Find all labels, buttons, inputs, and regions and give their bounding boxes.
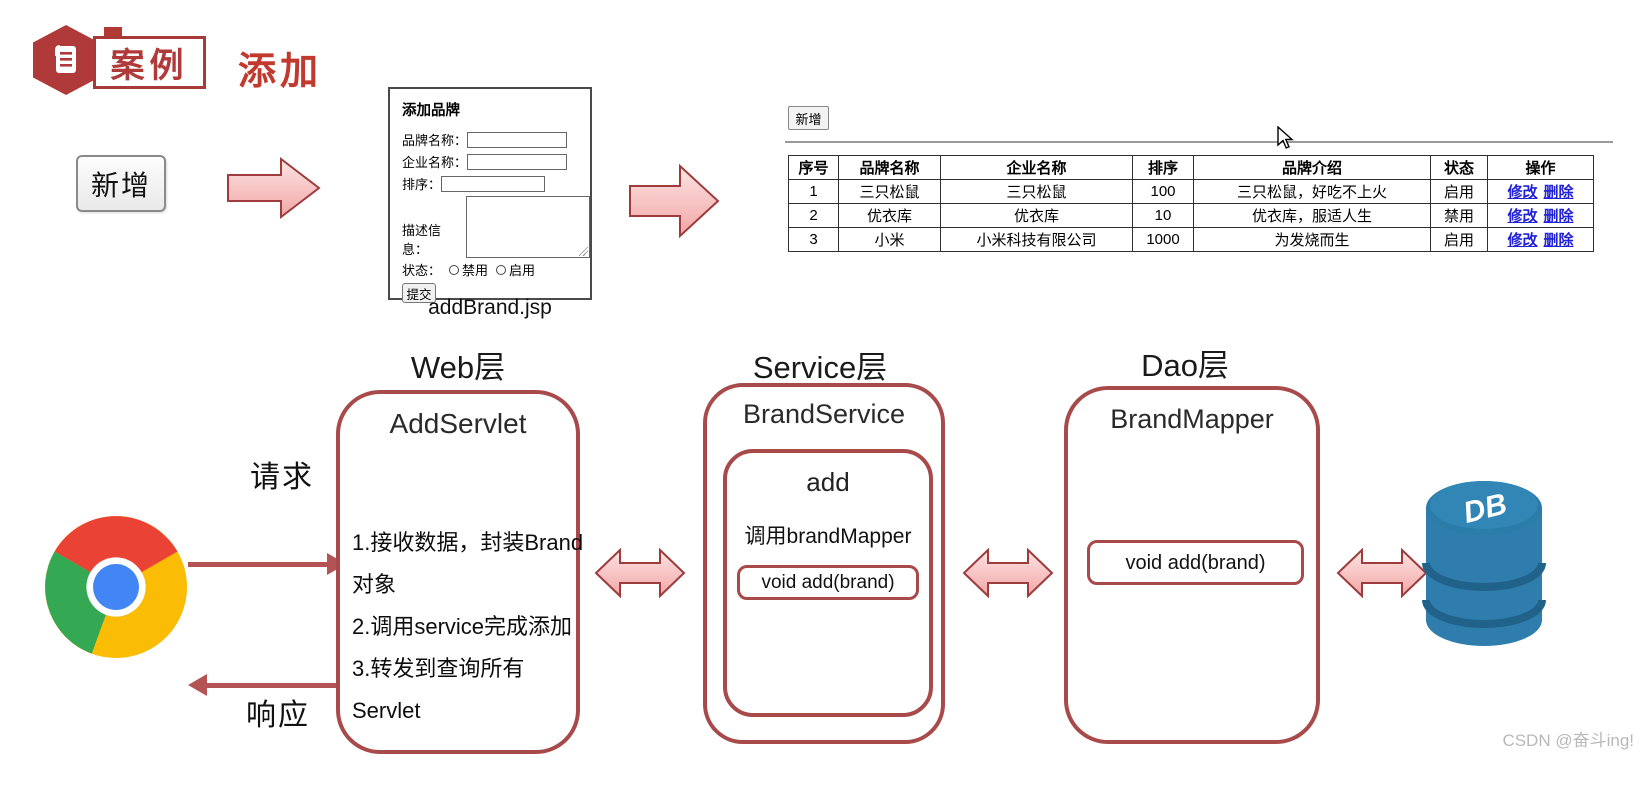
cell-brand: 优衣库 xyxy=(838,203,941,228)
cell-no: 1 xyxy=(788,179,839,204)
cell-desc: 优衣库，服适人生 xyxy=(1193,203,1431,228)
cell-status: 禁用 xyxy=(1430,203,1488,228)
cell-desc: 三只松鼠，好吃不上火 xyxy=(1193,179,1431,204)
form-caption: addBrand.jsp xyxy=(428,296,552,319)
cell-company: 三只松鼠 xyxy=(940,179,1133,204)
cell-company: 优衣库 xyxy=(940,203,1133,228)
cell-desc: 为发烧而生 xyxy=(1193,227,1431,252)
status-radio-disabled[interactable] xyxy=(449,264,460,275)
col-header: 序号 xyxy=(788,155,839,180)
submit-button[interactable]: 提交 xyxy=(402,283,436,303)
status-radio-enabled-label: 启用 xyxy=(509,263,536,278)
cell-brand: 小米 xyxy=(838,227,941,252)
brand-name-label: 品牌名称： xyxy=(402,133,468,148)
cell-order: 100 xyxy=(1132,179,1194,204)
edit-link[interactable]: 修改 xyxy=(1507,232,1538,249)
add-servlet-title: AddServlet xyxy=(389,408,527,439)
cell-order: 1000 xyxy=(1132,227,1194,252)
brand-mapper-title: BrandMapper xyxy=(1110,404,1274,434)
case-badge-label: 案例 xyxy=(110,47,189,85)
response-arrow xyxy=(188,674,346,696)
document-icon xyxy=(55,45,76,73)
company-name-label: 企业名称： xyxy=(402,155,468,170)
add-servlet-steps: 1.接收数据，封装Brand对象 2.调用service完成添加 3.转发到查询… xyxy=(352,522,586,732)
add-method-title: add xyxy=(806,467,850,497)
new-button-large[interactable]: 新增 xyxy=(76,155,166,212)
case-badge-icon xyxy=(33,25,99,95)
add-method-box: add 调用brandMapper void add(brand) xyxy=(723,449,933,717)
request-arrow xyxy=(188,553,346,575)
brand-name-input[interactable] xyxy=(467,131,568,148)
request-label: 请求 xyxy=(250,461,314,494)
cell-actions: 修改删除 xyxy=(1487,179,1594,204)
call-mapper-note: 调用brandMapper xyxy=(744,525,912,548)
web-layer-label: Web层 xyxy=(410,350,506,385)
step-1: 1.接收数据，封装Brand对象 xyxy=(352,530,584,597)
col-header: 状态 xyxy=(1430,155,1488,180)
mouse-cursor-icon xyxy=(1277,126,1294,149)
cell-status: 启用 xyxy=(1430,179,1488,204)
col-header: 操作 xyxy=(1487,155,1594,180)
service-signature-box: void add(brand) xyxy=(737,565,919,600)
resize-grip-icon[interactable] xyxy=(579,247,588,256)
chrome-browser-icon xyxy=(44,515,188,659)
table-row: 1 三只松鼠 三只松鼠 100 三只松鼠，好吃不上火 启用 修改删除 xyxy=(788,179,1594,204)
description-textarea[interactable] xyxy=(465,196,590,258)
add-servlet-box: AddServlet 1.接收数据，封装Brand对象 2.调用service完… xyxy=(336,390,583,754)
table-new-button[interactable]: 新增 xyxy=(788,106,829,130)
dao-layer-label: Dao层 xyxy=(1141,348,1229,383)
table-row: 3 小米 小米科技有限公司 1000 为发烧而生 启用 修改删除 xyxy=(788,227,1594,252)
step-3: 3.转发到查询所有Servlet xyxy=(352,656,525,723)
description-label: 描述信息： xyxy=(402,223,442,257)
add-brand-form: 添加品牌 品牌名称： 企业名称： 排序： 描述信息： 状态： 禁用 启用 提交 xyxy=(388,87,592,303)
col-header: 企业名称 xyxy=(940,155,1133,180)
cell-company: 小米科技有限公司 xyxy=(940,227,1133,252)
response-label: 响应 xyxy=(246,699,310,732)
database-icon: DB xyxy=(1422,481,1546,646)
cell-actions: 修改删除 xyxy=(1487,203,1594,228)
ordered-label: 排序： xyxy=(402,177,442,192)
double-arrow xyxy=(1336,547,1428,599)
cell-brand: 三只松鼠 xyxy=(838,179,941,204)
service-layer-label: Service层 xyxy=(752,350,888,385)
ordered-input[interactable] xyxy=(441,175,546,192)
brand-mapper-box: BrandMapper void add(brand) xyxy=(1064,386,1320,744)
double-arrow xyxy=(594,547,686,599)
right-block-arrow xyxy=(629,163,720,239)
table-header-row: 序号 品牌名称 企业名称 排序 品牌介绍 状态 操作 xyxy=(788,155,1594,180)
company-name-input[interactable] xyxy=(467,153,568,170)
double-arrow xyxy=(962,547,1054,599)
edit-link[interactable]: 修改 xyxy=(1507,208,1538,225)
edit-link[interactable]: 修改 xyxy=(1507,184,1538,201)
case-badge: 案例 xyxy=(93,36,206,89)
form-title: 添加品牌 xyxy=(402,103,460,119)
status-label: 状态： xyxy=(402,263,442,278)
page-title: 添加 xyxy=(238,51,323,93)
brand-table: 序号 品牌名称 企业名称 排序 品牌介绍 状态 操作 1 三只松鼠 三只松鼠 1… xyxy=(788,155,1594,252)
cell-status: 启用 xyxy=(1430,227,1488,252)
cell-no: 3 xyxy=(788,227,839,252)
delete-link[interactable]: 删除 xyxy=(1543,184,1574,201)
delete-link[interactable]: 删除 xyxy=(1543,232,1574,249)
right-block-arrow xyxy=(227,156,321,220)
brand-service-box: BrandService add 调用brandMapper void add(… xyxy=(703,383,945,744)
cell-order: 10 xyxy=(1132,203,1194,228)
watermark: CSDN @奋斗ing! xyxy=(1502,731,1634,750)
divider xyxy=(785,141,1613,143)
dao-signature-box: void add(brand) xyxy=(1087,540,1304,585)
brand-service-title: BrandService xyxy=(742,399,906,429)
delete-link[interactable]: 删除 xyxy=(1543,208,1574,225)
step-2: 2.调用service完成添加 xyxy=(352,614,573,639)
cell-no: 2 xyxy=(788,203,839,228)
col-header: 品牌介绍 xyxy=(1193,155,1431,180)
table-row: 2 优衣库 优衣库 10 优衣库，服适人生 禁用 修改删除 xyxy=(788,203,1594,228)
cell-actions: 修改删除 xyxy=(1487,227,1594,252)
status-radio-enabled[interactable] xyxy=(496,264,507,275)
col-header: 排序 xyxy=(1132,155,1194,180)
col-header: 品牌名称 xyxy=(838,155,941,180)
status-radio-disabled-label: 禁用 xyxy=(462,263,489,278)
